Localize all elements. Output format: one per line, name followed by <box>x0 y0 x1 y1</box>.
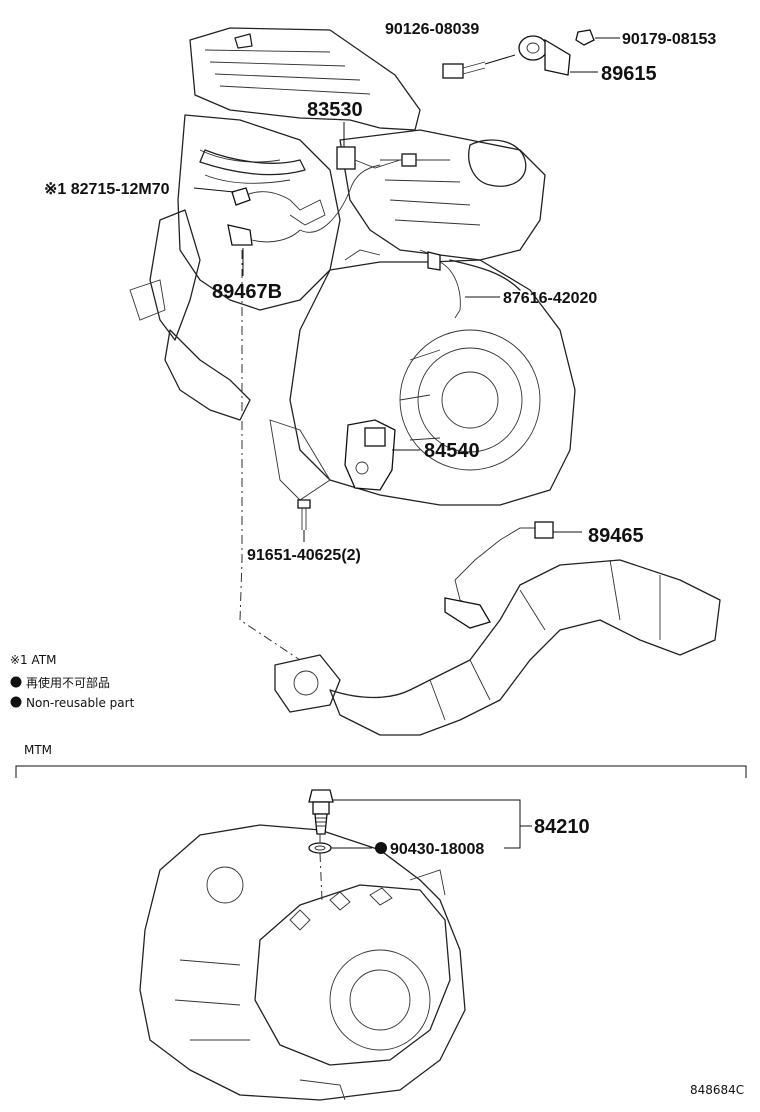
exhaust-pipe-drawing <box>274 559 721 736</box>
sensor-89467b-icon <box>227 224 301 246</box>
bolt-91651-icon <box>297 499 311 530</box>
label-89615: 89615 <box>601 63 657 85</box>
label-89467b: 89467B <box>212 281 282 303</box>
section-title-mtm: MTM <box>24 743 52 757</box>
label-90179-08153: 90179-08153 <box>622 31 716 48</box>
non-reusable-dot-icon <box>10 676 22 688</box>
diagram-code: 848684C <box>690 1083 744 1097</box>
label-82715-12m70: ※1 82715-12M70 <box>44 181 170 198</box>
wire-harness-82715-icon <box>231 164 381 233</box>
label-89465: 89465 <box>588 525 644 547</box>
label-84540: 84540 <box>424 440 480 462</box>
label-91651-40625: 91651-40625(2) <box>247 547 361 564</box>
neutral-switch-84540-icon <box>344 419 396 491</box>
non-reusable-90430-dot-icon <box>375 842 387 854</box>
non-reusable-dot-icon-2 <box>10 696 22 708</box>
section-bracket <box>15 765 747 778</box>
gasket-90430-icon <box>308 842 332 854</box>
manual-transaxle-drawing <box>139 824 466 1101</box>
legend-non-reusable-jp: 再使用不可部品 <box>26 675 110 690</box>
oil-pressure-switch-83530-icon <box>336 146 417 170</box>
label-87616-42020: 87616-42020 <box>503 290 597 307</box>
knock-sensor-89615-icon <box>518 35 571 76</box>
legend-note-atm: ※1 ATM <box>10 653 56 667</box>
oxygen-sensor-89465-icon <box>444 521 554 629</box>
backup-lamp-switch-84210-icon <box>308 789 334 835</box>
clamp-87616-icon <box>427 251 461 319</box>
engine-assembly-drawing <box>129 27 576 506</box>
label-83530: 83530 <box>307 99 363 121</box>
exhaust-reference-line <box>239 250 301 661</box>
legend-non-reusable-en: Non-reusable part <box>26 696 135 710</box>
label-90430-18008: 90430-18008 <box>390 841 484 858</box>
label-90126-08039: 90126-08039 <box>385 21 479 38</box>
stud-90126-icon <box>442 61 486 79</box>
label-84210: 84210 <box>534 816 590 838</box>
sensor-89465-harness <box>454 527 540 611</box>
nut-90179-icon <box>575 29 595 46</box>
